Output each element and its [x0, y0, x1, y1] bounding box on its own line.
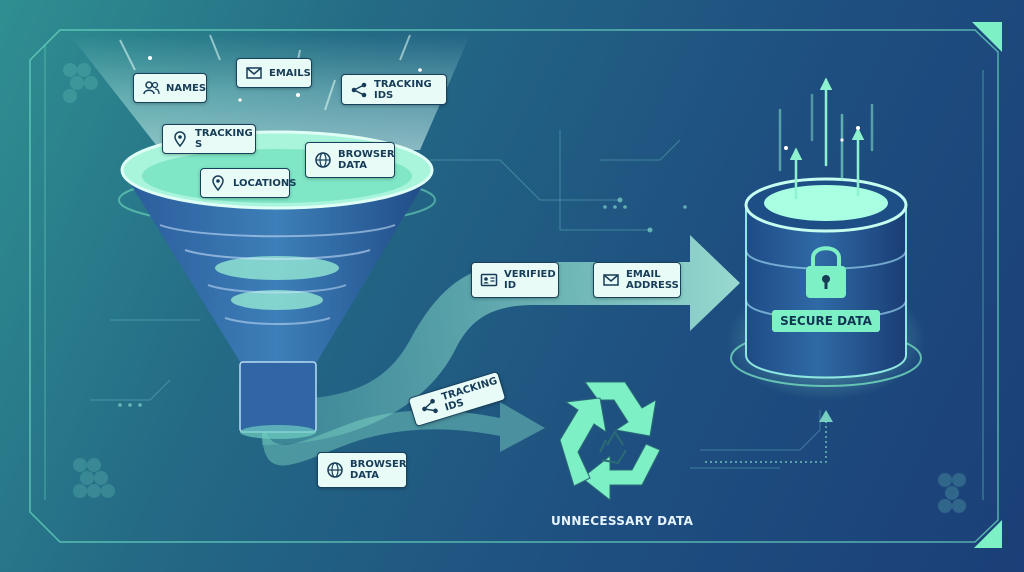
upload-streaks	[778, 77, 874, 200]
share-icon	[350, 81, 368, 99]
label-browser-data-discarded: BROWSER DATA	[317, 452, 407, 488]
mail-icon	[245, 64, 263, 82]
hex-pattern-left-bottom	[73, 458, 115, 498]
label-verified-id: VERIFIED ID	[471, 262, 559, 298]
globe-icon	[326, 461, 344, 479]
frame	[29, 29, 999, 543]
recycle-to-db-arrowhead	[819, 410, 833, 422]
people-icon	[142, 79, 160, 97]
corner-accent-top-right	[972, 22, 1002, 52]
circuit-dots	[118, 197, 687, 407]
id-card-icon	[480, 271, 498, 289]
globe-icon	[314, 151, 332, 169]
padlock-icon	[806, 246, 846, 298]
mail-icon	[602, 271, 620, 289]
recycle-to-db-arrow	[705, 420, 827, 463]
funnel-light-beam	[70, 35, 470, 150]
upload-sparkles	[784, 126, 860, 150]
label-tracking-ids-discarded: TRACKING IDS	[407, 370, 507, 428]
share-icon	[418, 396, 440, 418]
label-tracking-ids: TRACKING IDS	[341, 74, 447, 105]
label-browser-data: BROWSER DATA	[305, 142, 395, 178]
beam-streaks	[119, 34, 411, 111]
small-recycle-icon	[599, 430, 627, 465]
label-tracking-s: TRACKING S	[162, 124, 256, 154]
unnecessary-data-caption: UNNECESSARY DATA	[551, 514, 694, 528]
beam-sparkles	[148, 56, 422, 102]
label-email-address: EMAIL ADDRESS	[593, 262, 681, 298]
map-pin-icon	[209, 174, 227, 192]
label-emails: EMAILS	[236, 58, 312, 88]
corner-accent-bottom-right	[974, 520, 1002, 548]
map-pin-icon	[171, 130, 189, 148]
hex-pattern-left-top	[63, 63, 98, 103]
recycle-icon	[559, 381, 661, 502]
hex-pattern-right-bottom	[938, 473, 966, 513]
label-names: NAMES	[133, 73, 207, 103]
secure-data-label: SECURE DATA	[772, 310, 880, 332]
circuit-lines	[90, 130, 821, 469]
discard-flow-band	[262, 402, 545, 466]
label-locations: LOCATIONS	[200, 168, 296, 198]
